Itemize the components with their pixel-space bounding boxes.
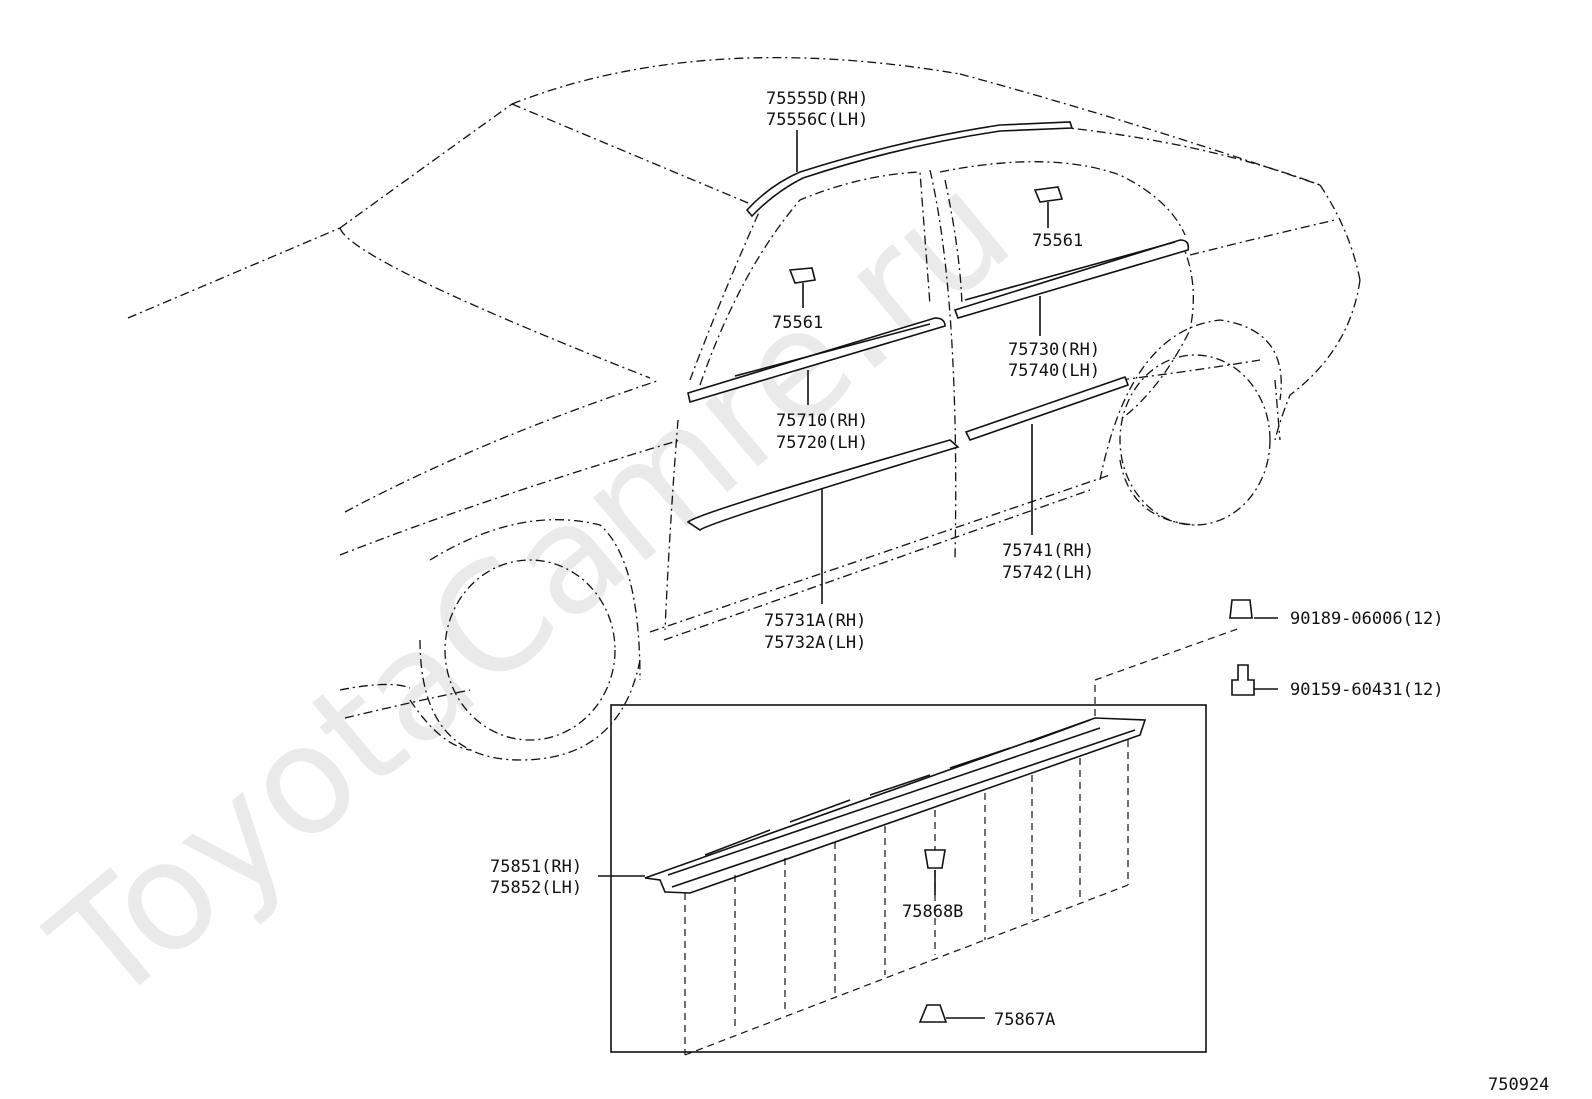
label-roof-molding-lh: 75556C(LH) [766, 110, 868, 130]
label-rocker-rh: 75851(RH) [490, 857, 582, 877]
screw-icon [1231, 664, 1255, 696]
leader-lines [598, 130, 1278, 1019]
roof-drip-molding [745, 121, 1074, 218]
rear-belt-molding [953, 239, 1190, 319]
label-rear-belt-lh: 75740(LH) [1008, 361, 1100, 381]
label-front-side-rh: 75731A(RH) [764, 611, 866, 631]
label-front-belt-lh: 75720(LH) [776, 433, 868, 453]
rocker-panel-molding [644, 717, 1147, 894]
rear-door-side-molding [964, 375, 1130, 441]
label-roof-molding-rh: 75555D(RH) [766, 89, 868, 109]
label-front-belt-rh: 75710(RH) [776, 411, 868, 431]
label-screw: 90159-60431(12) [1290, 680, 1444, 700]
label-clip-rear: 75561 [1032, 231, 1083, 251]
front-door-side-molding [686, 439, 960, 531]
rocker-detail-box [610, 704, 1207, 1053]
car-body-outline [127, 56, 1361, 761]
clip-75867a [918, 1004, 948, 1023]
label-clip-front: 75561 [772, 313, 823, 333]
label-rear-side-rh: 75741(RH) [1002, 541, 1094, 561]
label-nut: 90189-06006(12) [1290, 609, 1444, 629]
label-rear-belt-rh: 75730(RH) [1008, 340, 1100, 360]
clip-75561-rear [1033, 186, 1064, 203]
label-clip-lower: 75867A [994, 1010, 1055, 1030]
figure-code: 750924 [1488, 1075, 1549, 1095]
nut-icon [1229, 599, 1253, 619]
label-front-side-lh: 75732A(LH) [764, 633, 866, 653]
watermark: ToyotaCamre.ru [21, 141, 1043, 1038]
clip-75561-front [788, 267, 816, 284]
clip-75868b [924, 849, 946, 869]
label-clip-upper: 75868B [902, 902, 963, 922]
label-rear-side-lh: 75742(LH) [1002, 563, 1094, 583]
label-rocker-lh: 75852(LH) [490, 878, 582, 898]
front-belt-molding [687, 317, 946, 404]
